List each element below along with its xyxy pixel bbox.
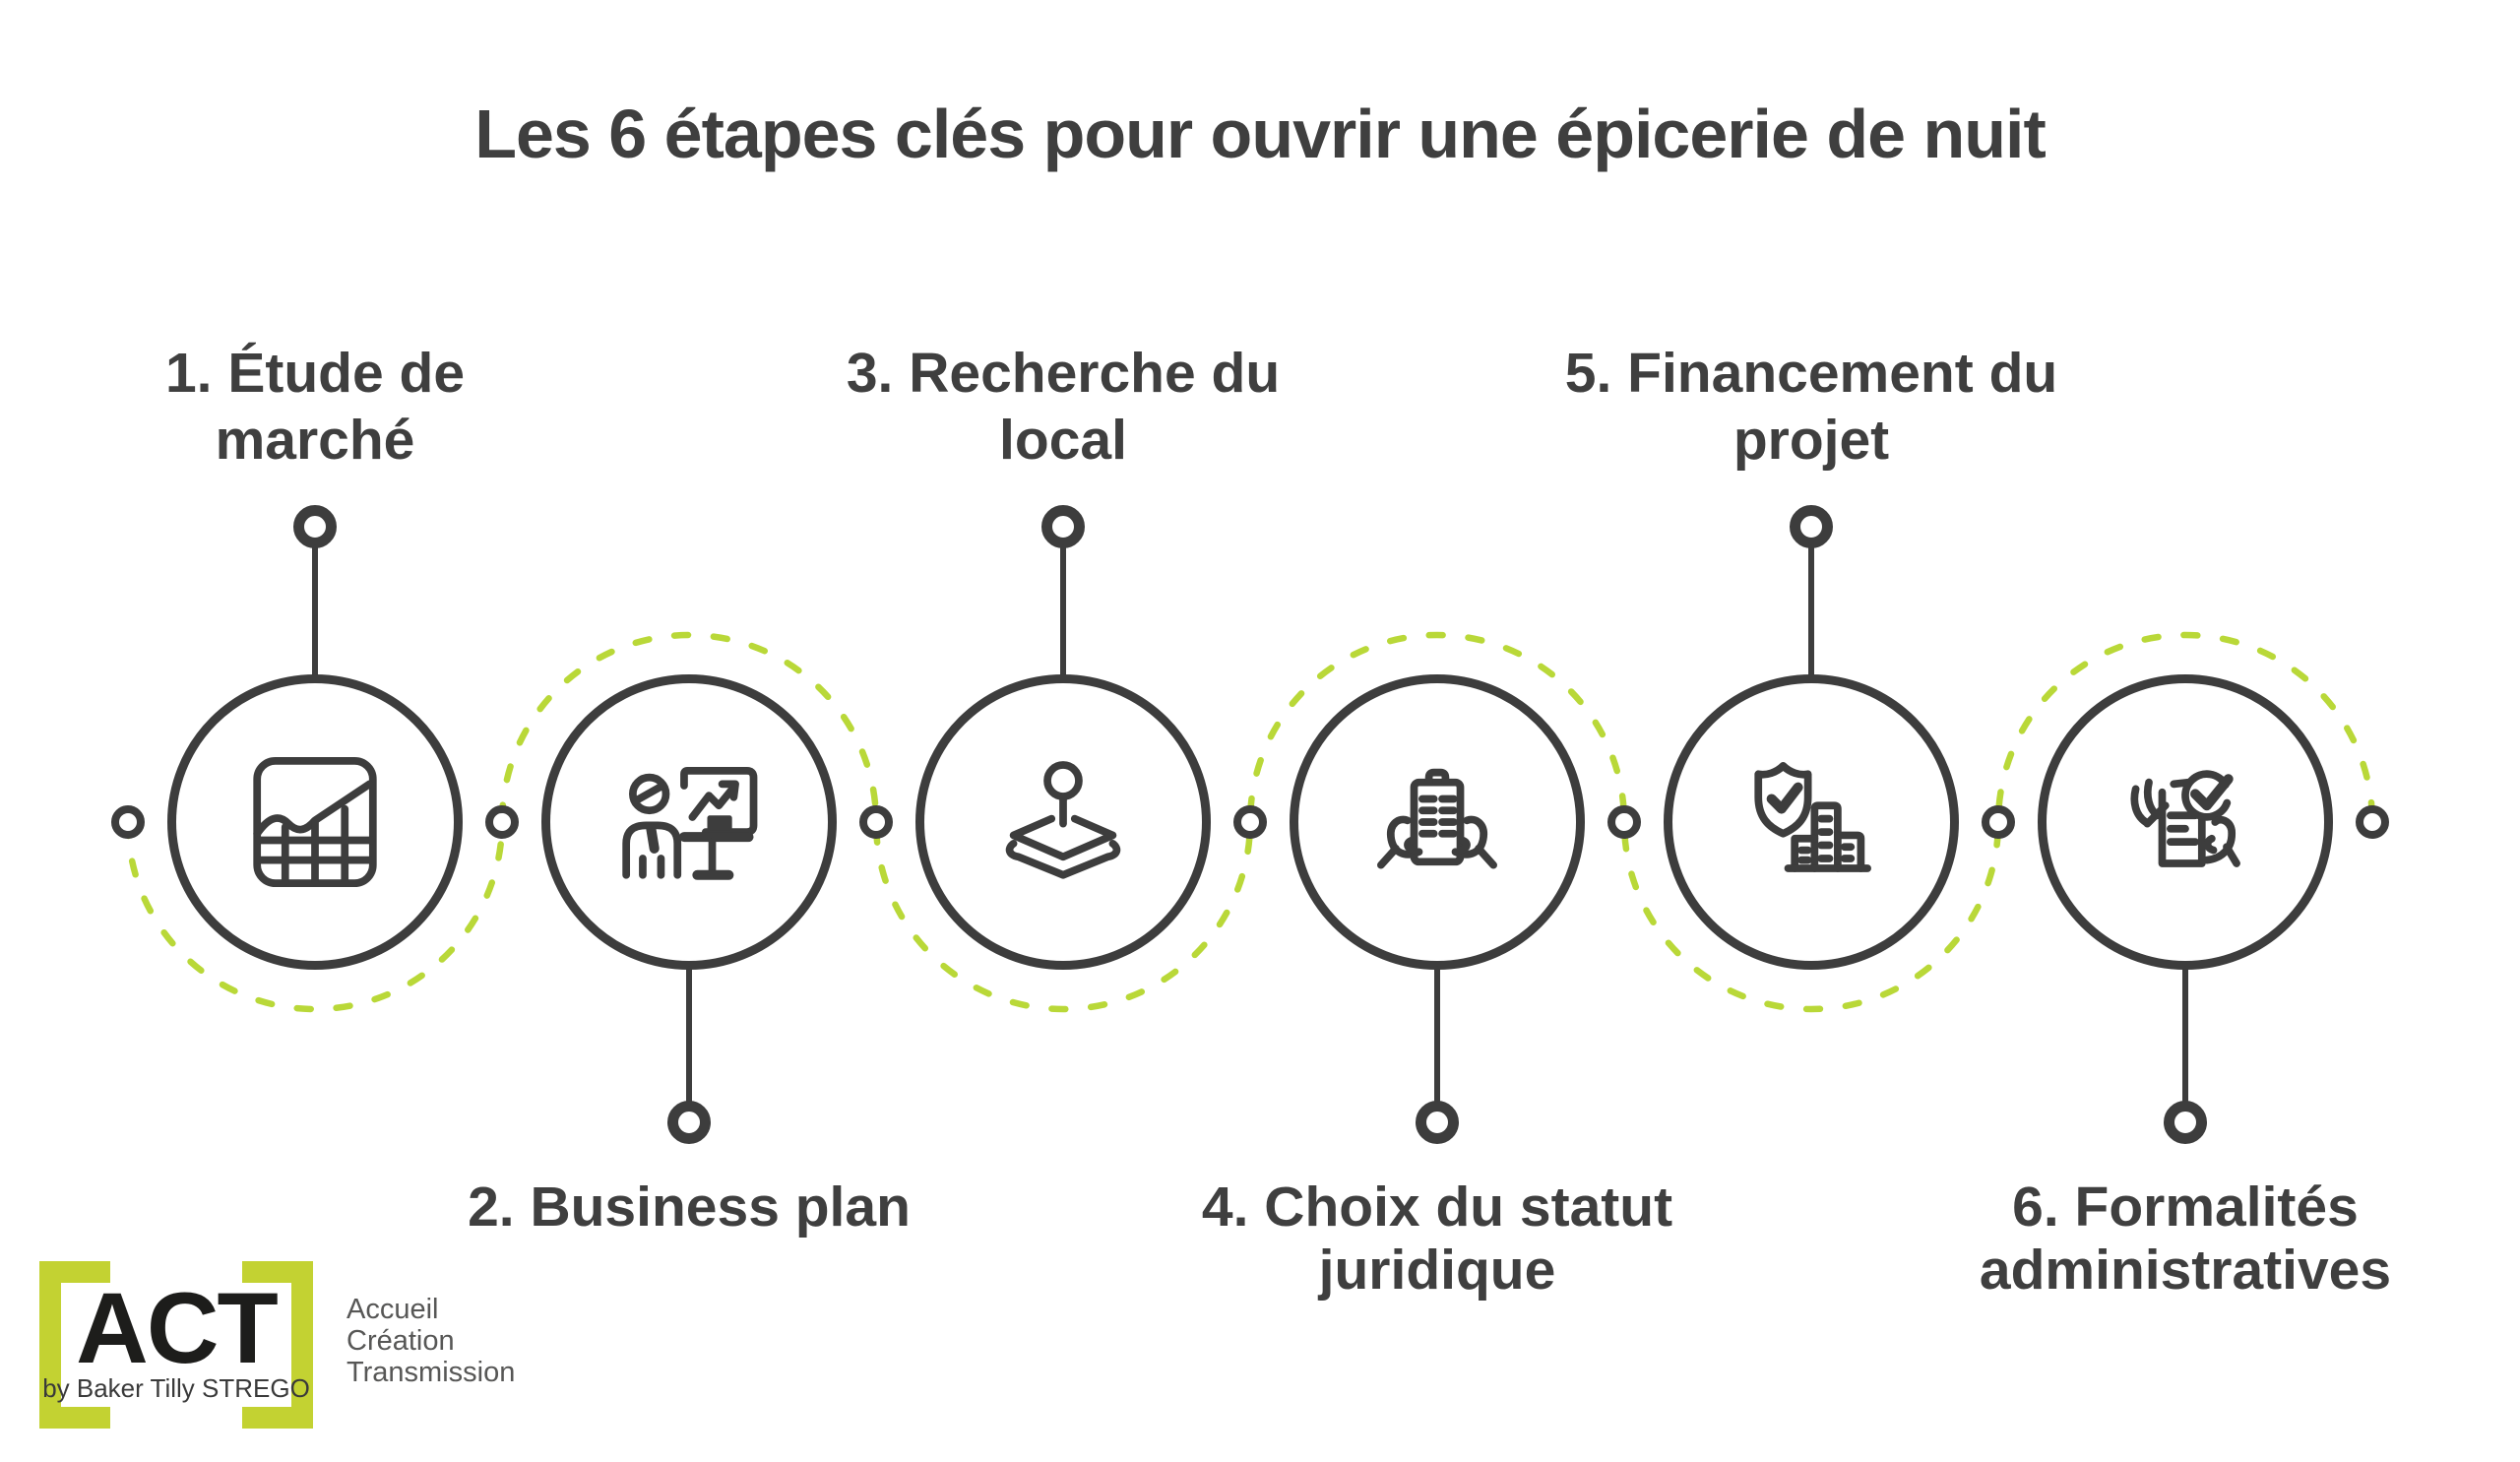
connector-ring xyxy=(2164,1101,2207,1144)
step-5: 5. Financement du projet xyxy=(1516,0,2107,1462)
step-2: 2. Business plan xyxy=(394,0,984,1462)
step-4-label: 4. Choix du statut juridique xyxy=(1142,1176,1732,1302)
step-3-label-line2: local xyxy=(999,409,1127,472)
connector-line xyxy=(1060,544,1066,678)
milestone-dots xyxy=(111,805,2389,839)
step-5-label: 5. Financement du projet xyxy=(1516,340,2107,474)
business-plan-presentation-icon xyxy=(622,767,758,880)
connector-ring xyxy=(1041,505,1085,548)
step-6-label-line2: administratives xyxy=(1979,1239,2392,1302)
connector-line xyxy=(312,544,318,678)
step-4-label-line1: 4. Choix du statut xyxy=(1201,1176,1673,1239)
milestone-dot xyxy=(859,805,893,839)
connector-line xyxy=(1808,544,1814,678)
act-logo-byline: by Baker Tilly STREGO xyxy=(42,1373,310,1403)
milestone-dot xyxy=(1982,805,2015,839)
step-5-label-line2: projet xyxy=(1732,409,1890,472)
step-4: 4. Choix du statut juridique xyxy=(1142,0,1732,1462)
logo-left-bracket xyxy=(39,1261,110,1429)
connector-line xyxy=(2182,966,2188,1104)
step-6-label-line1: 6. Formalités xyxy=(2012,1176,2359,1239)
milestone-dot xyxy=(485,805,519,839)
act-tagline: Accueil Création Transmission xyxy=(346,1294,515,1388)
connector-ring xyxy=(1416,1101,1459,1144)
connector-ring xyxy=(667,1101,711,1144)
step-1-label-line2: marché xyxy=(215,409,415,472)
step-5-label-line1: 5. Financement du xyxy=(1564,342,2058,405)
milestone-dot xyxy=(111,805,145,839)
step-3: 3. Recherche du local xyxy=(768,0,1358,1462)
location-layers-pin-icon xyxy=(1005,761,1121,879)
connector-ring xyxy=(1790,505,1833,548)
step-4-circle xyxy=(1290,674,1585,970)
step-2-label-line1: 2. Business plan xyxy=(468,1176,911,1239)
connector-line xyxy=(686,966,692,1104)
step-6: 6. Formalités administratives xyxy=(1890,0,2481,1462)
step-3-label: 3. Recherche du local xyxy=(768,340,1358,474)
step-2-circle xyxy=(541,674,837,970)
shield-check-buildings-icon xyxy=(1754,762,1871,872)
step-6-label: 6. Formalités administratives xyxy=(1890,1176,2481,1302)
tagline-line-transmission: Transmission xyxy=(346,1357,516,1388)
step-3-label-line1: 3. Recherche du xyxy=(846,342,1281,405)
tagline-line-creation: Création xyxy=(346,1325,455,1357)
step-1-label: 1. Étude de marché xyxy=(20,340,610,474)
step-3-circle xyxy=(915,674,1211,970)
connector-ring xyxy=(293,505,337,548)
milestone-dot xyxy=(2356,805,2389,839)
milestone-dot xyxy=(1607,805,1641,839)
step-5-circle xyxy=(1664,674,1959,970)
connector-line xyxy=(1434,966,1440,1104)
milestone-dot xyxy=(1233,805,1267,839)
act-logo-text: ACT xyxy=(76,1272,279,1384)
hands-document-check-icon xyxy=(2130,770,2240,867)
step-2-label: 2. Business plan xyxy=(394,1176,984,1239)
step-6-circle xyxy=(2038,674,2333,970)
step-1-circle xyxy=(167,674,463,970)
step-1-label-line1: 1. Étude de xyxy=(164,342,466,405)
act-logo: ACT by Baker Tilly STREGO xyxy=(39,1261,313,1429)
tagline-line-accueil: Accueil xyxy=(346,1294,439,1325)
hands-holding-clipboard-icon xyxy=(1377,768,1497,869)
step-1: 1. Étude de marché xyxy=(20,0,610,1462)
infographic-title: Les 6 étapes clés pour ouvrir une épicer… xyxy=(474,95,2047,172)
market-study-chart-icon xyxy=(253,756,377,888)
step-4-label-line2: juridique xyxy=(1318,1239,1556,1302)
logo-right-bracket xyxy=(242,1261,313,1429)
